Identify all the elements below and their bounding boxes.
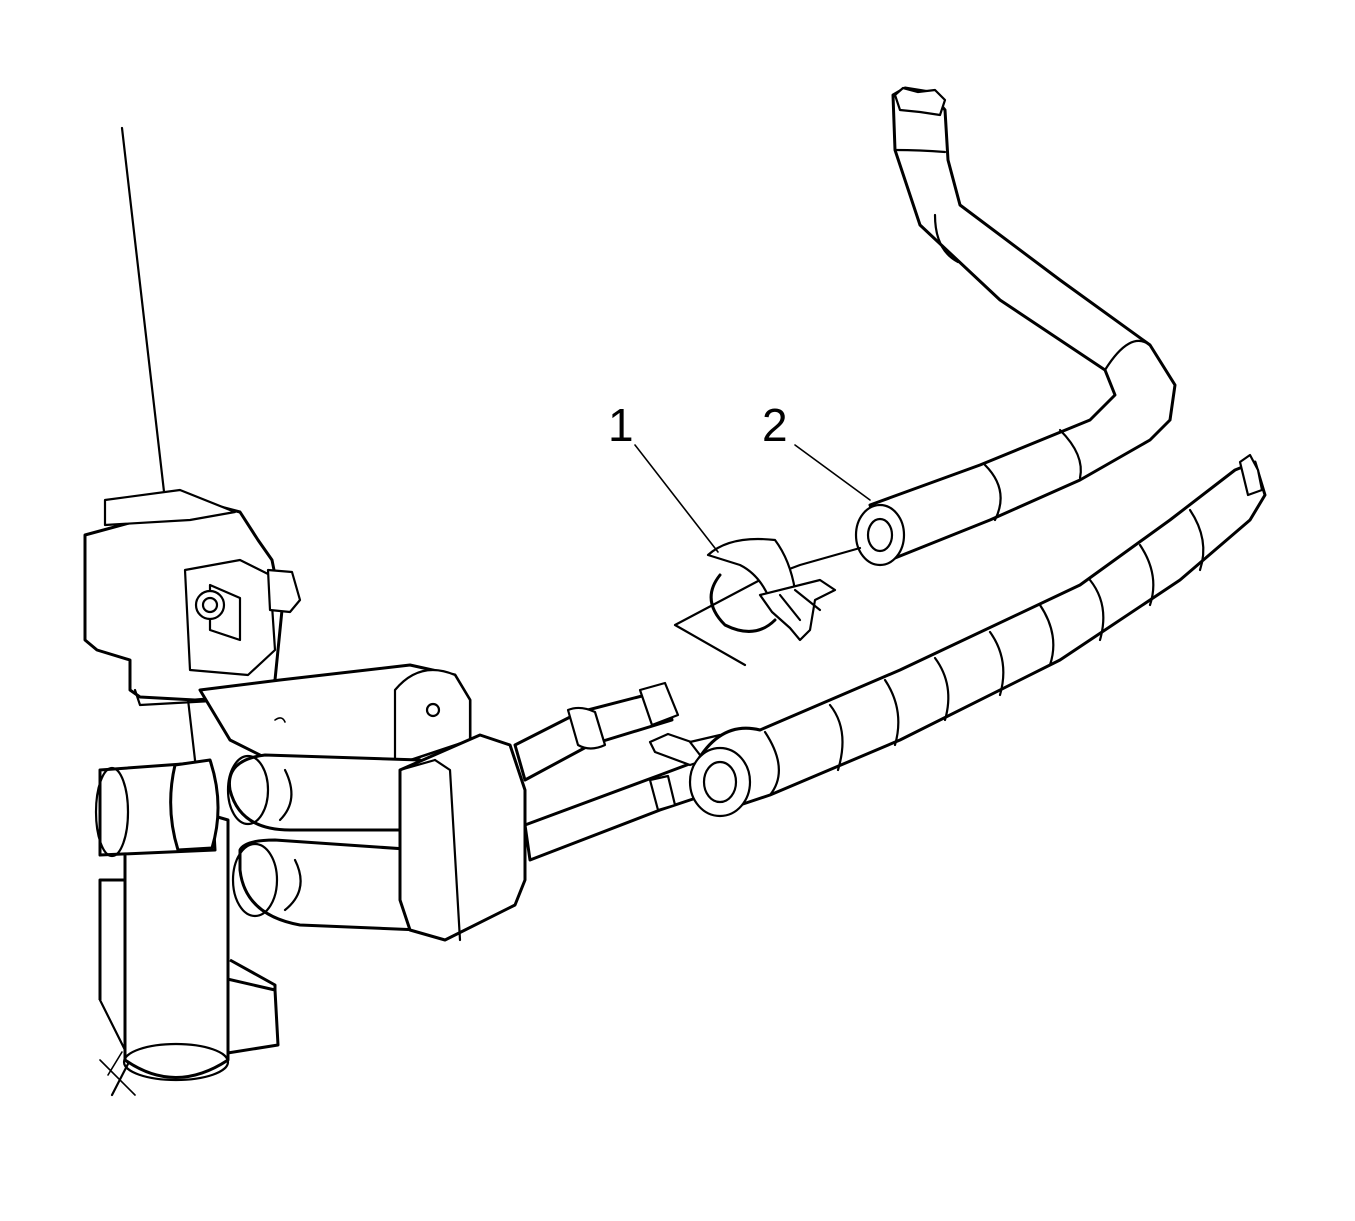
- heater-core-hoses: [226, 753, 422, 932]
- callout-label-1: 1: [608, 399, 634, 451]
- vertical-tube: [122, 788, 230, 1082]
- horizontal-tube-stub: [94, 758, 220, 858]
- lower-hose: [688, 453, 1267, 818]
- callout-label-2: 2: [762, 399, 788, 451]
- spring-hose-clamp: [673, 537, 862, 667]
- callout-leaders: [634, 444, 871, 553]
- manifold-block: [398, 733, 527, 942]
- heater-core-bracket: [198, 663, 472, 772]
- heater-pipes: [513, 681, 707, 862]
- upper-hose: [854, 86, 1177, 567]
- mount-bracket: [83, 488, 302, 707]
